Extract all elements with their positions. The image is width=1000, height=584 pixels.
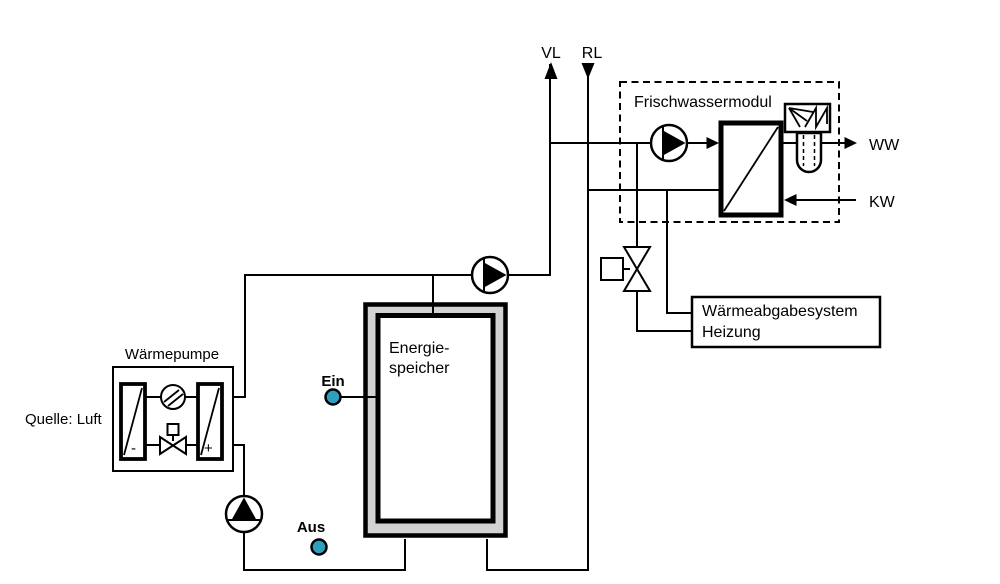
fwm-label: Frischwassermodul [634,94,772,111]
storage-outer-wall [363,302,508,538]
pipe-hp-return-bottom [222,444,406,571]
kw-label: KW [869,194,896,211]
evaporator-sign: - [131,440,136,457]
fwm-dashed-border [619,81,840,223]
hp-internal-pipes [145,396,198,446]
sensor-ein-dot [324,388,342,406]
pipe-rl-to-storage [486,63,589,571]
pipe-valve-branch [636,143,692,332]
pipes [222,62,857,571]
rl-label: RL [582,45,603,62]
fwm-pump-icon [649,123,689,163]
pipe-heating-return [666,190,692,314]
sensor-aus: Aus [297,519,328,556]
tap-outlet-icon [783,102,832,174]
valve-bottom-triangle [622,267,652,292]
sensor-aus-dot [310,538,328,556]
heat-pump-label: Wärmepumpe [125,346,219,363]
condenser-icon: + [196,382,224,461]
ww-arrow-icon [844,137,857,149]
rl-arrow-down-icon [581,63,595,79]
storage-charge-pump-icon [470,255,510,295]
vl-label: VL [541,45,561,62]
heating-system-box: Wärmeabgabesystem Heizung [690,295,882,349]
condenser-sign: + [204,440,213,457]
heating-valve [600,246,652,292]
valve-top-triangle [622,246,652,271]
ww-label: WW [869,137,900,154]
sensor-ein: Ein [321,373,345,406]
heat-pump-unit: Wärmepumpe - + [112,346,234,472]
sensor-aus-label: Aus [297,519,325,536]
heating-box-label-line1: Wärmeabgabesystem [702,303,858,320]
heating-box-label-line2: Heizung [702,324,761,341]
expansion-valve-icon [159,423,187,456]
heat-exchanger-icon [718,120,784,218]
valve-actuator-icon [600,257,624,281]
hx-inlet-arrow-icon [706,137,719,149]
evaporator-icon: - [119,382,147,461]
pipe-hp-supply-to-vl [222,64,551,398]
energy-storage-tank: Energie- speicher [363,302,508,538]
source-label: Quelle: Luft [25,411,103,428]
fresh-water-module: Frischwassermodul [619,81,840,223]
compressor-icon [160,384,186,410]
source-circuit-pump-icon [224,494,264,534]
storage-label-line1: Energie- [389,340,449,357]
sensor-ein-label: Ein [321,373,344,390]
kw-arrow-icon [784,194,797,206]
storage-label-line2: speicher [389,360,450,377]
vl-arrow-up-icon [544,62,558,79]
storage-inner-wall [375,313,496,524]
